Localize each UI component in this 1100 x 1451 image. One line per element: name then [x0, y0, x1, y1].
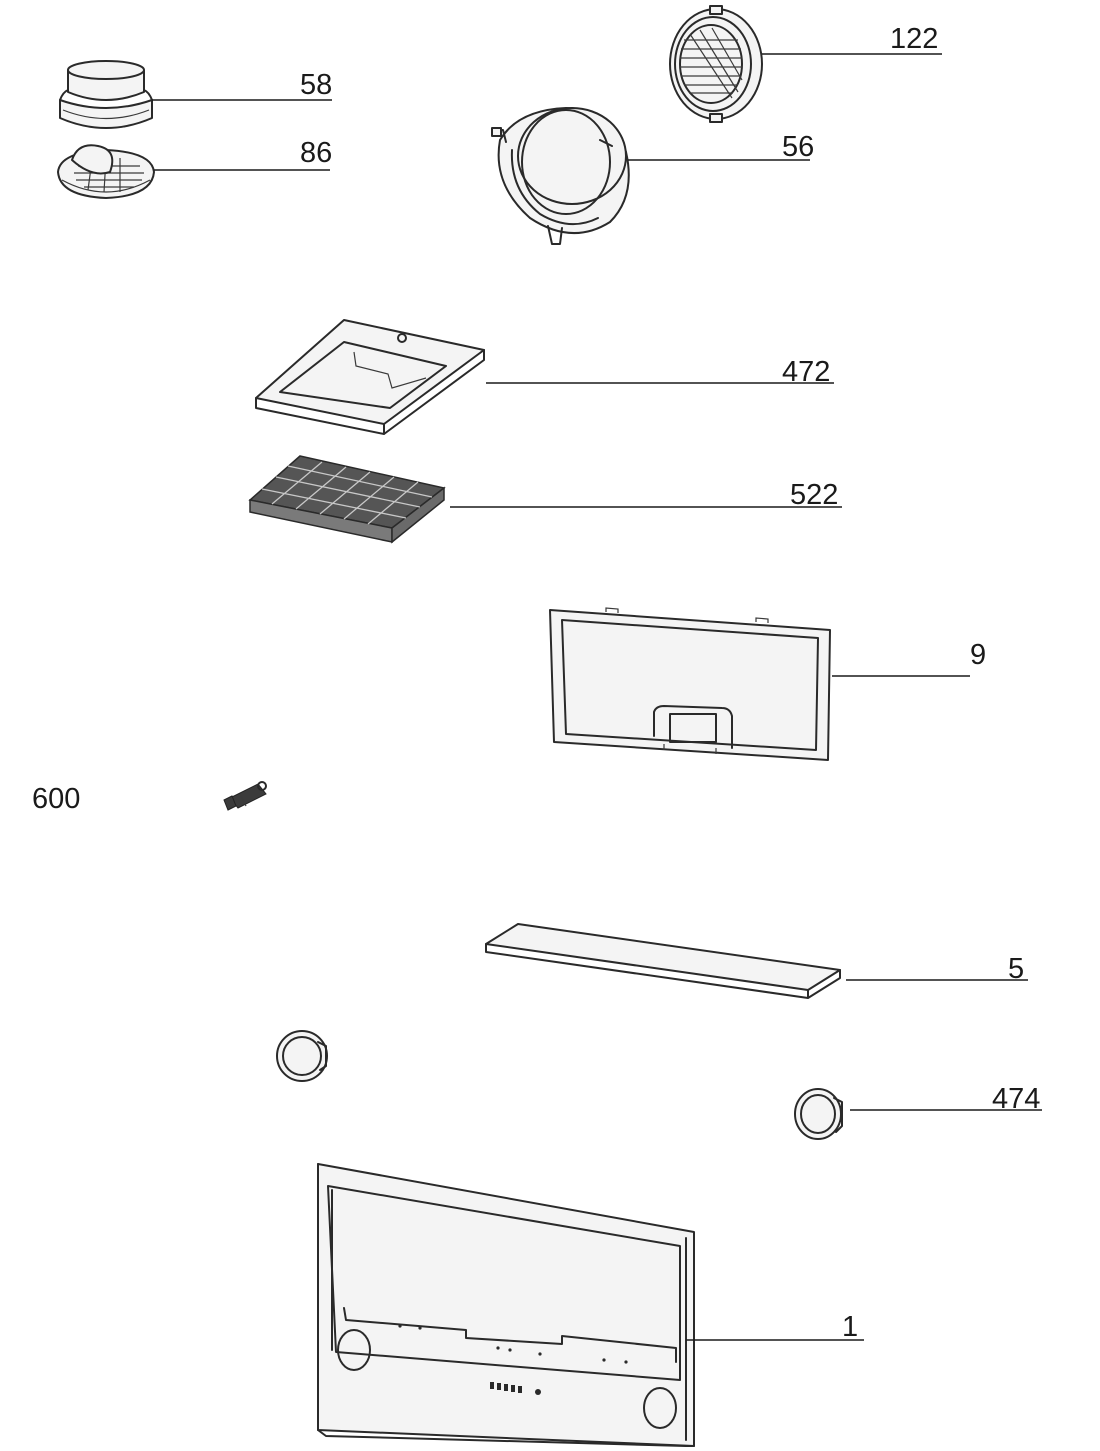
part-122-vent-grille	[669, 5, 763, 123]
part-label-56: 56	[782, 131, 814, 163]
part-474-lamp-ring-right	[794, 1088, 843, 1140]
part-5-flat-panel	[485, 923, 841, 999]
part-label-600: 600	[32, 783, 80, 815]
part-label-58: 58	[300, 69, 332, 101]
part-600-connector	[223, 781, 267, 811]
part-1-hood-body	[317, 1163, 695, 1447]
part-label-474: 474	[992, 1083, 1040, 1115]
part-label-9: 9	[970, 639, 986, 671]
part-label-1: 1	[842, 1311, 858, 1343]
part-86-backdraft-flap	[57, 144, 155, 199]
part-472-filter-frame	[255, 319, 485, 435]
part-9-grease-filter-frame	[549, 607, 831, 761]
part-58-duct-reducer	[59, 60, 153, 129]
part-label-5: 5	[1008, 953, 1024, 985]
part-522-carbon-filter	[248, 455, 446, 544]
part-label-472: 472	[782, 356, 830, 388]
part-474-lamp-ring-left	[276, 1030, 328, 1082]
part-56-duct-collar	[491, 107, 630, 245]
part-label-86: 86	[300, 137, 332, 169]
part-label-522: 522	[790, 479, 838, 511]
part-label-122: 122	[890, 23, 938, 55]
